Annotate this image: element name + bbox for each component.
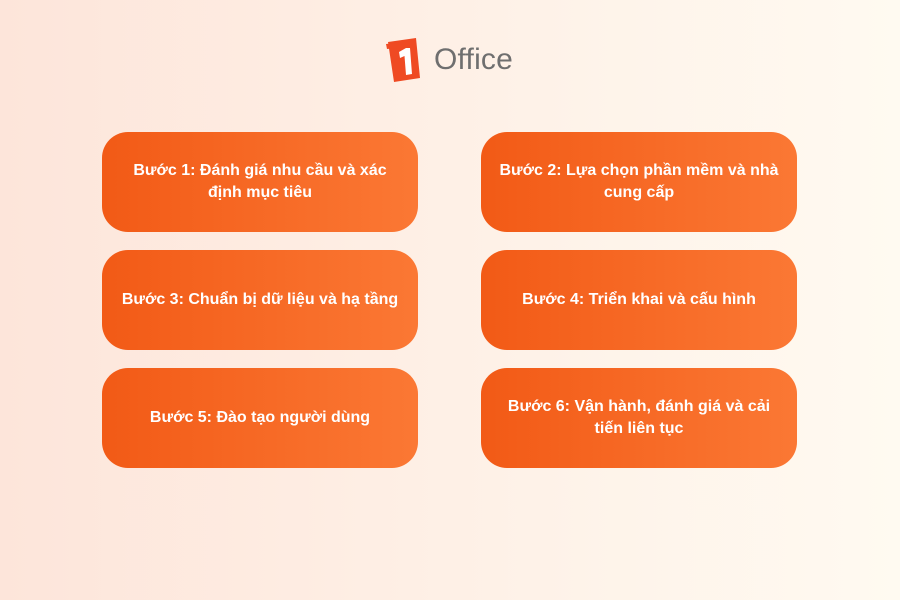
step-label-4: Bước 4: Triển khai và cấu hình xyxy=(522,291,756,308)
1office-logo-icon xyxy=(386,38,420,82)
brand-logo: Office xyxy=(386,38,513,82)
step-label-5: Bước 5: Đào tạo người dùng xyxy=(149,409,371,426)
step-card-6: Bước 6: Vận hành, đánh giá và cải tiến l… xyxy=(481,368,797,468)
step-label-6: Bước 6: Vận hành, đánh giá và cải tiến l… xyxy=(507,398,771,437)
step-card-4: Bước 4: Triển khai và cấu hình xyxy=(481,250,797,350)
logo-wordmark: Office xyxy=(434,43,514,76)
step-label-1: Bước 1: Đánh giá nhu cầu và xác định mục… xyxy=(133,162,387,201)
step-label-3: Bước 3: Chuẩn bị dữ liệu và hạ tầng xyxy=(121,291,399,308)
step-card-2: Bước 2: Lựa chọn phần mềm và nhà cung cấ… xyxy=(481,132,797,232)
step-card-1: Bước 1: Đánh giá nhu cầu và xác định mục… xyxy=(102,132,418,232)
step-card-5: Bước 5: Đào tạo người dùng xyxy=(102,368,418,468)
step-card-3: Bước 3: Chuẩn bị dữ liệu và hạ tầng xyxy=(102,250,418,350)
step-label-2: Bước 2: Lựa chọn phần mềm và nhà cung cấ… xyxy=(499,162,779,201)
